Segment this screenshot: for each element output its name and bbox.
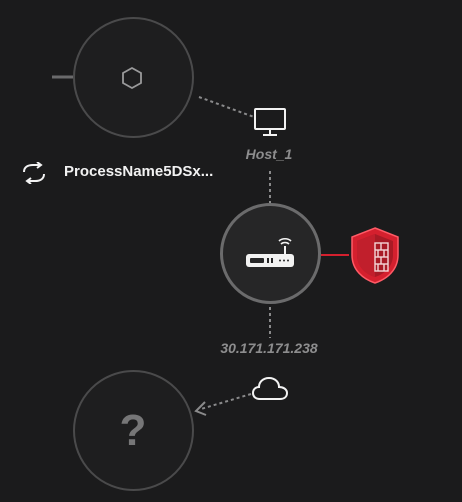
process-node[interactable] <box>73 17 194 138</box>
refresh-icon <box>23 162 45 184</box>
unknown-question-mark: ? <box>119 406 147 455</box>
process-to-host-edge <box>198 96 255 118</box>
cloud-to-unknown-edge <box>200 393 252 410</box>
firewall-shield-icon[interactable] <box>348 225 402 285</box>
cloud-icon[interactable] <box>251 373 289 403</box>
unknown-node[interactable] <box>73 370 194 491</box>
edge-arrowhead <box>194 401 207 416</box>
ip-address-label[interactable]: 30.171.171.238 <box>220 340 318 356</box>
monitor-icon[interactable] <box>253 107 287 139</box>
router-node[interactable] <box>220 203 321 304</box>
hexagon-icon <box>122 66 142 90</box>
router-icon <box>246 237 294 267</box>
host-label[interactable]: Host_1 <box>245 146 293 162</box>
process-name-label[interactable]: ProcessName5DSx... <box>64 163 214 180</box>
